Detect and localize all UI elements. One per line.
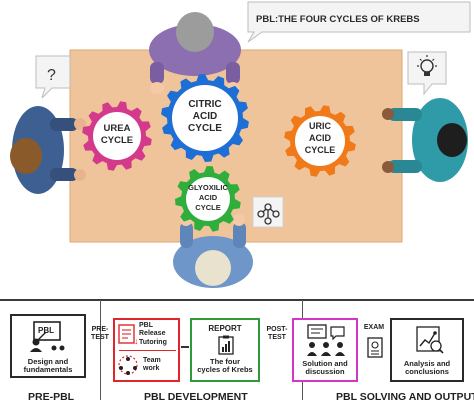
gear-citric-hub <box>172 85 238 151</box>
pbl-box-title: PBL <box>38 326 54 335</box>
pbl-box-caption-2: fundamentals <box>23 365 73 374</box>
citric-line-3: CYCLE <box>188 123 222 134</box>
teamwork-line-1: Team <box>143 357 161 364</box>
analysis-chart-icon <box>416 326 444 354</box>
urea-line-1: UREA <box>104 123 131 134</box>
pbl-design-box: PBL Design and fundamentals <box>10 314 86 378</box>
gear-urea-label: UREA CYCLE <box>101 123 133 146</box>
report-caption-1: The four <box>210 357 240 366</box>
teamwork-label: Team work <box>143 357 161 373</box>
report-box-title: REPORT <box>208 324 242 333</box>
question-mark: ? <box>47 67 56 84</box>
stage-pbl-solving: PBL SOLVING AND OUTPUT <box>336 391 474 403</box>
teamwork-line-2: work <box>143 365 160 372</box>
pre-test-line-1: PRE- <box>91 326 109 333</box>
discussion-icon <box>307 324 345 356</box>
glyoxilic-line-3: CYCLE <box>195 203 220 212</box>
release-document-icon <box>118 324 135 344</box>
gear-urea-hub <box>93 112 141 160</box>
gear-uric-hub <box>295 116 345 166</box>
release-line-1: PBL <box>139 322 153 329</box>
tutoring-label: Tutoring <box>139 339 167 346</box>
gear-glyoxilic-label: GLYOXILIC ACID CYCLE <box>188 183 228 212</box>
tutoring-arrow-icon: ↓ <box>134 336 139 346</box>
gear-citric-label: CITRIC ACID CYCLE <box>188 99 222 134</box>
gear-glyoxilic <box>175 166 241 232</box>
gear-uric-label: URIC ACID CYCLE <box>305 121 336 155</box>
post-test-line-1: POST- <box>266 326 288 333</box>
gear-glyoxilic-hub <box>186 177 230 221</box>
uric-line-1: URIC <box>309 121 331 131</box>
citric-line-2: ACID <box>193 111 217 122</box>
solution-caption-1: Solution and <box>302 359 348 368</box>
solution-caption-2: discussion <box>305 367 345 376</box>
glyoxilic-line-2: ACID <box>199 193 218 202</box>
stage-pre-pbl: PRE-PBL <box>28 391 75 403</box>
uric-line-2: ACID <box>309 133 331 143</box>
gear-uric <box>284 105 356 177</box>
stage-divider-1 <box>100 300 101 400</box>
urea-line-2: CYCLE <box>101 135 133 146</box>
pbl-development-box: PBL Release Tutoring ↓ Team work <box>113 318 180 382</box>
person-left <box>10 106 86 194</box>
lightbulb-bubble-icon <box>407 51 447 96</box>
post-test-line-2: TEST <box>268 334 286 341</box>
title-speech-bubble: PBL:THE FOUR CYCLES OF KREBS <box>247 1 471 43</box>
report-caption-2: cycles of Krebs <box>197 365 253 374</box>
pre-test-label: PRE- TEST <box>88 326 112 342</box>
analysis-caption-1: Analysis and <box>403 359 451 368</box>
development-box-separator <box>119 350 176 351</box>
citric-line-1: CITRIC <box>188 99 221 110</box>
person-bottom <box>173 214 253 288</box>
solution-box: Solution and discussion <box>292 318 358 382</box>
gear-layer <box>82 74 356 232</box>
release-label: PBL Release <box>139 322 165 338</box>
pbl-box-caption-1: Design and <box>27 357 69 366</box>
gear-citric <box>161 74 249 162</box>
analysis-caption-2: conclusions <box>405 367 449 376</box>
uric-line-3: CYCLE <box>305 145 336 155</box>
analysis-box: Analysis and conclusions <box>390 318 464 382</box>
pre-test-line-2: TEST <box>91 334 109 341</box>
team-icon <box>118 355 138 375</box>
workflow-top-rule <box>0 299 474 301</box>
release-line-2: Release <box>139 330 166 337</box>
exam-document-icon <box>367 337 383 358</box>
bubble-title: PBL:THE FOUR CYCLES OF KREBS <box>256 14 420 25</box>
arrow-to-report <box>181 346 189 348</box>
question-bubble-icon: ? <box>35 55 71 99</box>
post-test-label: POST- TEST <box>262 326 292 342</box>
gear-urea <box>82 101 152 171</box>
stage-pbl-development: PBL DEVELOPMENT <box>144 391 248 403</box>
person-right <box>382 98 468 182</box>
presentation-board-icon <box>30 321 65 352</box>
report-box: REPORT The four cycles of Krebs <box>190 318 260 382</box>
exam-label: EXAM <box>363 324 385 331</box>
report-clipboard-icon <box>218 335 234 355</box>
glyoxilic-line-1: GLYOXILIC <box>188 183 228 192</box>
krebs-table-illustration: CITRIC ACID CYCLE UREA CYCLE URIC ACID C… <box>10 1 471 288</box>
molecule-icon <box>252 196 284 228</box>
